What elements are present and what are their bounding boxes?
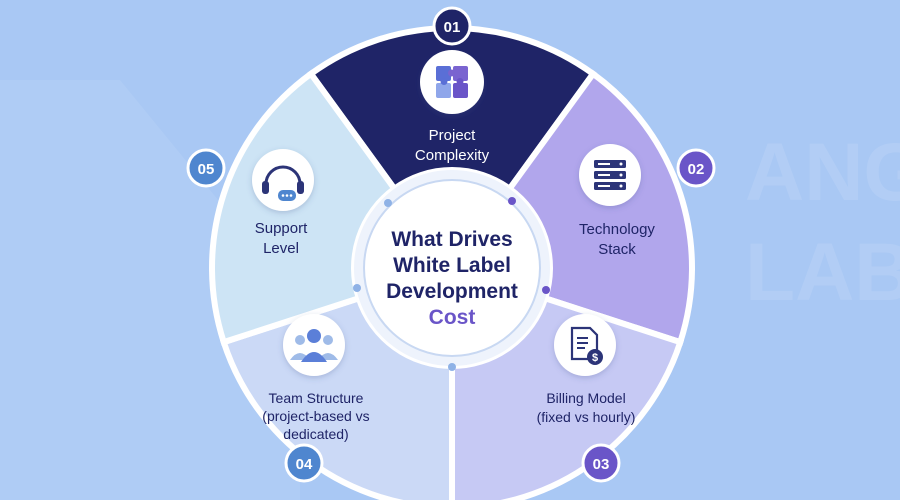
segment-3-content: $ Billing Model (fixed vs hourly) bbox=[537, 314, 636, 425]
segment-4-content: Team Structure (project-based vs dedicat… bbox=[262, 314, 370, 442]
segment-4-label-line-2: (project-based vs bbox=[262, 408, 369, 424]
icon-circle bbox=[283, 314, 345, 376]
segment-4-label-line-3: dedicated) bbox=[283, 426, 348, 442]
center-hub: What Drives White Label Development Cost bbox=[353, 170, 550, 371]
badge-01-number: 01 bbox=[444, 19, 461, 36]
connector-dot bbox=[508, 197, 516, 205]
watermark-line-1: ANG bbox=[745, 127, 900, 218]
badge-05-number: 05 bbox=[198, 161, 215, 178]
segment-3-label-line-2: (fixed vs hourly) bbox=[537, 409, 636, 425]
icon-circle bbox=[420, 50, 484, 114]
connector-dot bbox=[353, 284, 361, 292]
segment-3-label-line-1: Billing Model bbox=[546, 390, 625, 406]
segment-4-label-line-1: Team Structure bbox=[269, 390, 364, 406]
center-title-line-2: White Label bbox=[393, 254, 511, 277]
server-stack-icon bbox=[594, 160, 626, 190]
badge-04-number: 04 bbox=[296, 456, 313, 473]
number-badges: 01 02 03 04 05 bbox=[186, 6, 716, 483]
segment-1-label-line-1: Project bbox=[429, 127, 477, 144]
segment-2-label-line-1: Technology bbox=[579, 221, 655, 238]
icon-circle bbox=[554, 314, 616, 376]
segment-1-content: Project Complexity bbox=[415, 50, 490, 164]
badge-05: 05 bbox=[186, 148, 226, 188]
connector-dot bbox=[542, 286, 550, 294]
badge-02: 02 bbox=[676, 148, 716, 188]
segment-2-content: Technology Stack bbox=[579, 144, 655, 258]
badge-01: 01 bbox=[432, 6, 472, 46]
center-title-line-4: Cost bbox=[429, 306, 476, 329]
segment-5-content: Support Level bbox=[252, 149, 314, 257]
connector-dot bbox=[448, 363, 456, 371]
watermark-line-2: LAB bbox=[745, 227, 900, 318]
svg-text:$: $ bbox=[592, 352, 598, 364]
watermark-shape bbox=[0, 80, 300, 500]
center-title-line-1: What Drives bbox=[391, 228, 512, 251]
badge-03: 03 bbox=[581, 443, 621, 483]
badge-03-number: 03 bbox=[593, 456, 610, 473]
segment-5-label-line-2: Level bbox=[263, 240, 299, 257]
segment-1-label-line-2: Complexity bbox=[415, 147, 490, 164]
watermark: ANG LAB bbox=[0, 80, 900, 500]
invoice-dollar-icon: $ bbox=[570, 326, 603, 365]
badge-02-number: 02 bbox=[688, 161, 705, 178]
icon-circle bbox=[252, 149, 314, 211]
headset-icon bbox=[262, 165, 304, 201]
puzzle-icon bbox=[436, 66, 468, 98]
segment-2-label-line-2: Stack bbox=[598, 241, 636, 258]
segment-5-label-line-1: Support bbox=[255, 220, 308, 237]
badge-04: 04 bbox=[284, 443, 324, 483]
team-people-icon bbox=[290, 329, 338, 362]
center-title-line-3: Development bbox=[386, 280, 518, 303]
connector-dot bbox=[384, 199, 392, 207]
center-circle bbox=[363, 179, 541, 357]
